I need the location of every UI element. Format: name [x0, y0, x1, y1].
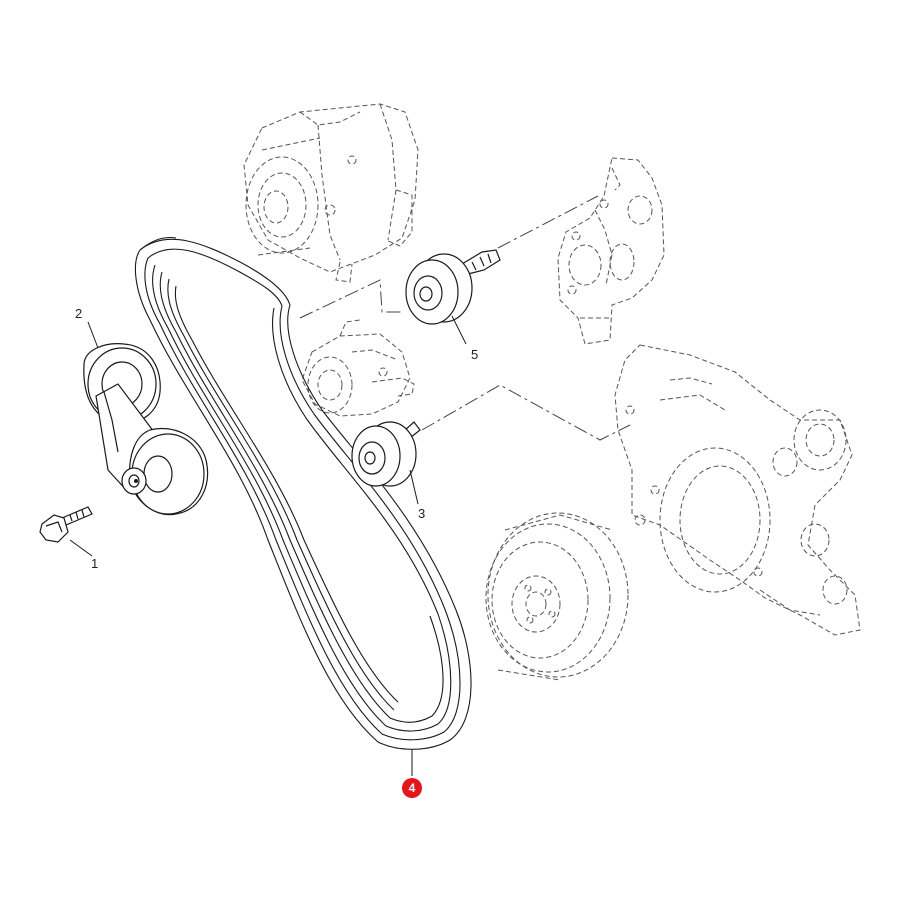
part-2-belt-tensioner [83, 343, 208, 516]
callout-3: 3 [418, 506, 425, 521]
poly-v-belt [134, 236, 472, 750]
callout-4-badge [402, 778, 422, 798]
crank-pulley-ghost [485, 512, 629, 681]
callout-4-highlight: 4 [402, 778, 422, 798]
alternator-ghost [243, 103, 419, 283]
part-5-idler-pulley [405, 249, 501, 325]
tensioner-ghost [301, 319, 415, 417]
bolt-center-dot [134, 479, 138, 483]
leader-lines [69, 315, 467, 776]
timing-cover-ghost [614, 344, 861, 636]
part-1-bolt [39, 479, 138, 543]
callout-2: 2 [75, 306, 82, 321]
part-3-idler-pulley [351, 421, 421, 487]
callout-4: 4 [409, 781, 416, 795]
assembly-reference-lines [299, 195, 631, 441]
pump-bracket-ghost [557, 157, 665, 345]
callout-1: 1 [91, 556, 98, 571]
callout-5: 5 [471, 347, 478, 362]
